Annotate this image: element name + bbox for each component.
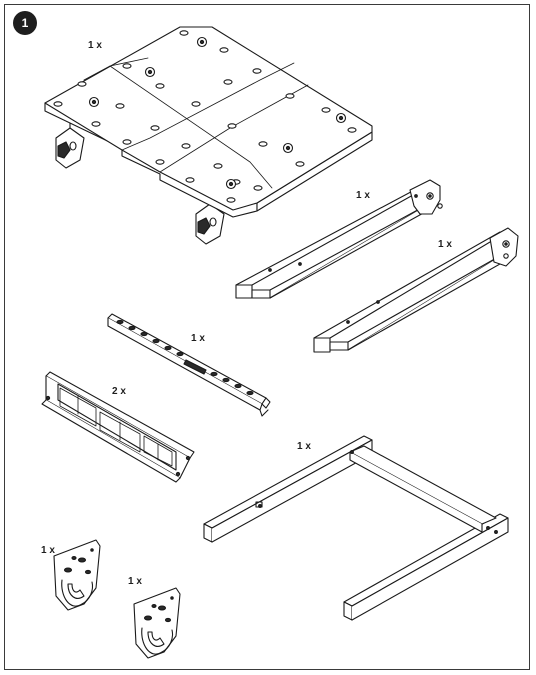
foot-bracket-left-illustration [53, 539, 101, 611]
leg-upper-right-illustration [313, 227, 519, 353]
work-top-clamp-right [195, 203, 225, 245]
qty-cross-brace: 1 x [191, 333, 205, 344]
qty-foot-bracket-right: 1 x [128, 576, 142, 587]
qty-leg-upper-right: 1 x [438, 239, 452, 250]
base-frame-illustration [203, 435, 509, 621]
leg-upper-left-illustration [235, 179, 443, 299]
work-top-illustration [44, 26, 373, 245]
cross-brace-slots [116, 319, 254, 396]
qty-work-top: 1 x [88, 40, 102, 51]
side-brace-illustration [41, 371, 195, 483]
work-top-clamp-left [55, 119, 85, 169]
qty-leg-upper-left: 1 x [356, 190, 370, 201]
step-number-badge: 1 [13, 11, 37, 35]
page-frame [4, 4, 530, 670]
qty-base-frame: 1 x [297, 441, 311, 452]
qty-foot-bracket-left: 1 x [41, 545, 55, 556]
work-top-clamp-holes [88, 36, 347, 190]
brand-logo-icon [183, 359, 207, 375]
work-top-holes [53, 30, 357, 203]
foot-bracket-right-illustration [133, 587, 181, 659]
qty-side-brace: 2 x [112, 386, 126, 397]
cross-brace-illustration [107, 313, 271, 417]
